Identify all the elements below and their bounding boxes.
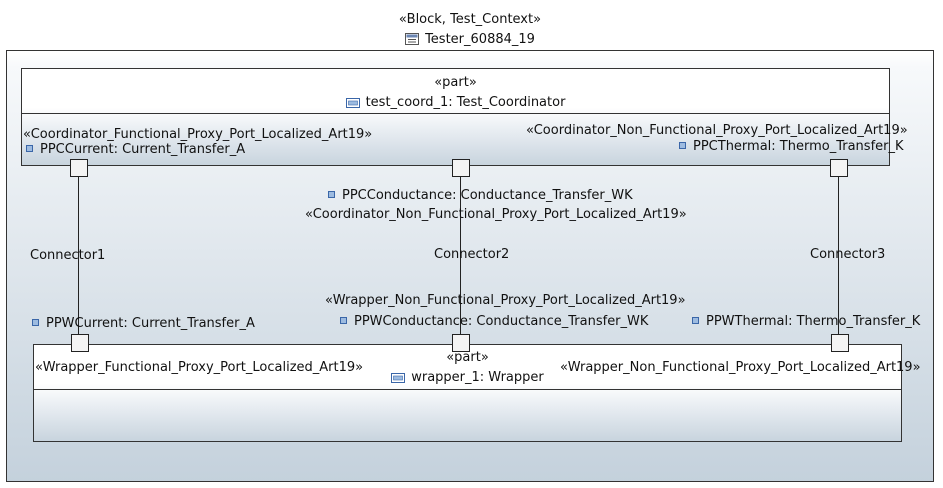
port-icon — [26, 145, 33, 152]
block-name: Tester_60884_19 — [425, 32, 535, 47]
ppc-current-stereotype: «Coordinator_Functional_Proxy_Port_Local… — [23, 127, 373, 142]
ppw-current-stereotype: «Wrapper_Functional_Proxy_Port_Localized… — [35, 360, 364, 375]
connector2-line[interactable] — [460, 177, 461, 334]
connector1-line[interactable] — [78, 177, 79, 334]
ppc-thermal-stereotype: «Coordinator_Non_Functional_Proxy_Port_L… — [526, 123, 908, 138]
port-ppw-thermal[interactable] — [831, 334, 849, 352]
block-header: «Block, Test_Context» Tester_60884_19 — [6, 6, 934, 51]
ppc-conductance-label: PPCConductance: Conductance_Transfer_WK — [328, 188, 633, 204]
ppc-conductance-stereotype: «Coordinator_Non_Functional_Proxy_Port_L… — [305, 207, 687, 222]
port-icon — [679, 142, 686, 149]
part-compartment-divider — [22, 113, 889, 114]
connector1-label: Connector1 — [30, 248, 106, 263]
ppw-thermal-stereotype: «Wrapper_Non_Functional_Proxy_Port_Local… — [560, 360, 921, 375]
part-test-coordinator[interactable]: «part» test_coord_1: Test_Coordinator — [21, 68, 890, 166]
part-wrapper[interactable]: «part» wrapper_1: Wrapper — [33, 344, 902, 442]
ppc-current-label: PPCCurrent: Current_Transfer_A — [26, 142, 245, 158]
connector2-label: Connector2 — [434, 247, 510, 262]
block-stereotype: «Block, Test_Context» — [398, 12, 542, 27]
ppc-thermal-label: PPCThermal: Thermo_Transfer_K — [679, 139, 904, 155]
port-icon — [328, 191, 335, 198]
ppw-thermal-label: PPWThermal: Thermo_Transfer_K — [692, 314, 920, 330]
connector3-line[interactable] — [838, 177, 839, 334]
port-icon — [32, 319, 39, 326]
port-ppw-conductance[interactable] — [452, 334, 470, 352]
ppw-conductance-stereotype: «Wrapper_Non_Functional_Proxy_Port_Local… — [325, 293, 686, 308]
part-name: wrapper_1: Wrapper — [411, 370, 544, 385]
port-ppc-current[interactable] — [70, 159, 88, 177]
connector3-label: Connector3 — [810, 247, 886, 262]
ppw-conductance-label: PPWConductance: Conductance_Transfer_WK — [340, 314, 648, 330]
port-ppw-current[interactable] — [71, 334, 89, 352]
port-ppc-conductance[interactable] — [452, 159, 470, 177]
block-icon — [405, 33, 420, 45]
part-stereotype: «part» — [434, 75, 477, 90]
part-name: test_coord_1: Test_Coordinator — [365, 95, 566, 110]
port-icon — [340, 317, 347, 324]
ppw-current-label: PPWCurrent: Current_Transfer_A — [32, 316, 255, 332]
port-ppc-thermal[interactable] — [830, 159, 848, 177]
part-icon — [391, 373, 406, 383]
port-icon — [692, 317, 699, 324]
part-compartment-divider — [34, 389, 901, 390]
part-stereotype: «part» — [446, 350, 489, 365]
part-icon — [345, 98, 360, 108]
